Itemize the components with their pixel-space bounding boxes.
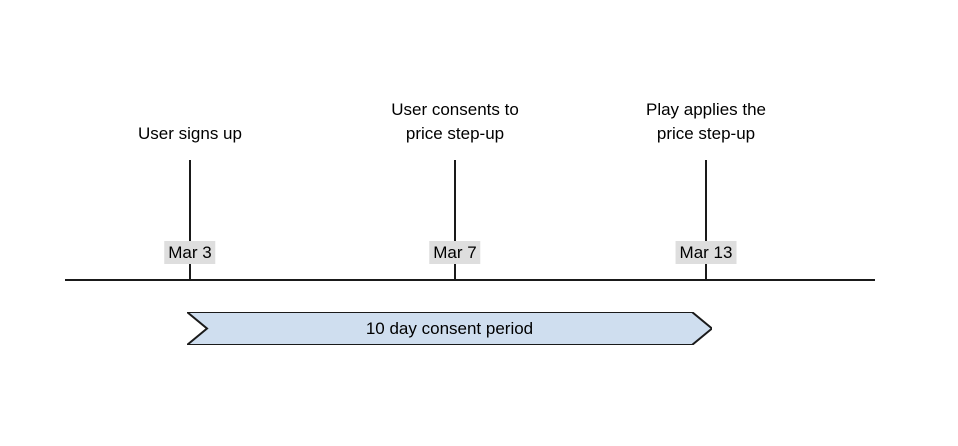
event-date-consent: Mar 7 bbox=[429, 241, 481, 264]
event-tick-signup bbox=[189, 160, 191, 281]
event-caption-line: price step-up bbox=[405, 124, 505, 143]
event-caption-apply: Play applies the price step-up bbox=[646, 98, 766, 146]
event-caption-line: User consents to bbox=[391, 100, 519, 119]
event-date-signup: Mar 3 bbox=[164, 241, 216, 264]
consent-period-arrow-shape bbox=[187, 312, 712, 345]
event-caption-signup: User signs up bbox=[138, 122, 242, 146]
timeline-axis bbox=[65, 279, 875, 281]
consent-period-label: 10 day consent period bbox=[365, 318, 534, 338]
event-caption-line: price step-up bbox=[656, 124, 756, 143]
event-date-apply: Mar 13 bbox=[675, 241, 737, 264]
event-caption-line: Play applies the bbox=[645, 100, 767, 119]
event-tick-consent bbox=[454, 160, 456, 281]
event-caption-consent: User consents to price step-up bbox=[391, 98, 519, 146]
consent-period-banner: 10 day consent period bbox=[187, 312, 712, 345]
event-tick-apply bbox=[705, 160, 707, 281]
event-caption-line: User signs up bbox=[138, 124, 242, 143]
